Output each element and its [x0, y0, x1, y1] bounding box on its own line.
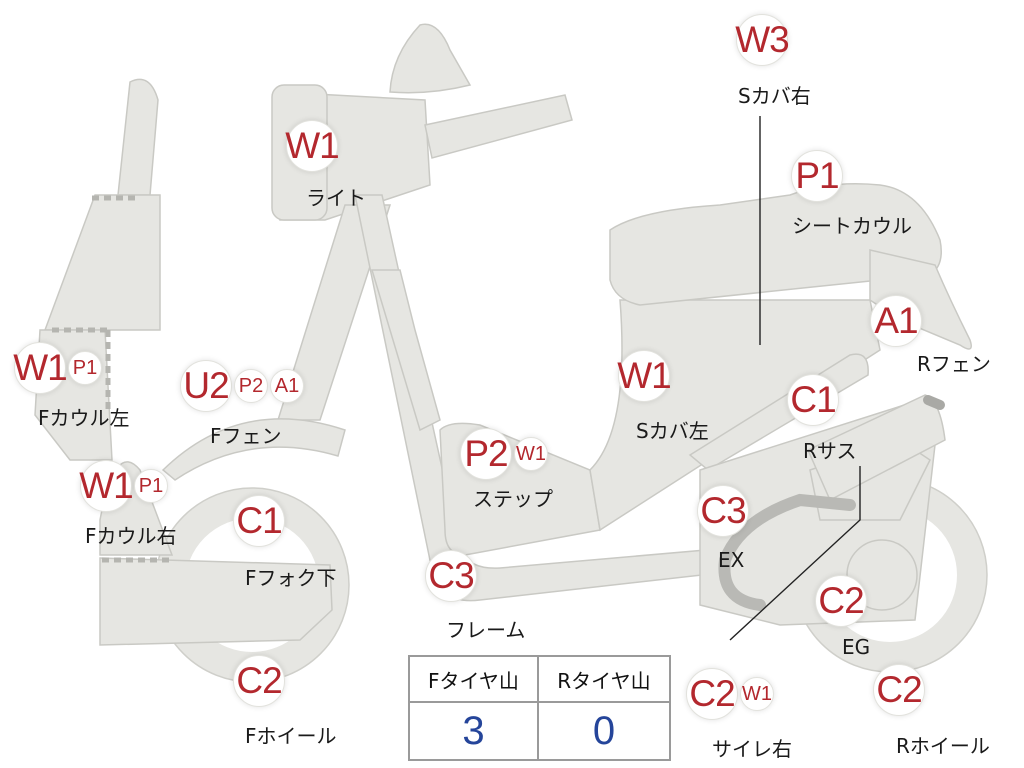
callout-r-sus: C1: [787, 374, 839, 426]
callout-s-cover-right: W3: [735, 14, 790, 66]
frame-down-tube-shape: [370, 269, 441, 432]
damage-code-badge: C2: [686, 668, 738, 720]
part-label-muffler-right: サイレ右: [712, 737, 792, 761]
damage-code-badge: C2: [815, 575, 867, 627]
front-cowl-lower-shape: [99, 557, 333, 646]
callout-f-fender: U2 P2 A1: [180, 360, 304, 412]
callout-muffler-right: C2 W1: [686, 668, 774, 720]
callout-f-cowl-left: W1 P1: [13, 342, 102, 394]
callout-f-cowl-right: W1 P1: [79, 460, 168, 512]
callout-s-cover-left: W1: [617, 350, 672, 402]
part-label-f-cowl-right: Fカウル右: [85, 524, 177, 548]
damage-code-badge: W1: [79, 460, 134, 512]
callout-ex: C3: [697, 485, 749, 537]
part-label-seat-cowl: シートカウル: [792, 214, 912, 238]
part-label-f-fender: Fフェン: [210, 424, 282, 448]
damage-code-badge: C2: [233, 655, 285, 707]
part-label-f-wheel: Fホイール: [245, 724, 337, 748]
callout-light: W1: [285, 120, 340, 172]
rear-fender-shape: [869, 249, 972, 350]
muffler-shape: [807, 394, 946, 502]
damage-code-badge: W1: [740, 677, 774, 711]
part-label-r-wheel: Rホイール: [896, 734, 990, 758]
part-label-step: ステップ: [473, 487, 553, 511]
damage-code-badge: W1: [514, 437, 548, 471]
damage-code-badge: C2: [873, 664, 925, 716]
damage-code-badge: P2: [234, 369, 268, 403]
handlebar-shape: [424, 94, 573, 159]
damage-code-badge: P1: [791, 150, 843, 202]
callout-step: P2 W1: [460, 428, 548, 480]
front-tread-header: Fタイヤ山: [408, 655, 539, 703]
damage-code-badge: P1: [134, 469, 168, 503]
part-label-s-cover-left: Sカバ左: [636, 419, 709, 443]
callout-r-wheel: C2: [873, 664, 925, 716]
tire-tread-table: Fタイヤ山 Rタイヤ山 3 0: [408, 655, 672, 761]
part-label-light: ライト: [306, 186, 366, 210]
damage-code-badge: P1: [68, 351, 102, 385]
seat-shape: [609, 183, 942, 306]
part-label-f-cowl-left: Fカウル左: [38, 406, 130, 430]
part-label-eg: EG: [842, 635, 871, 659]
damage-code-badge: W1: [13, 342, 68, 394]
callout-frame: C3: [425, 550, 477, 602]
damage-code-badge: A1: [870, 295, 922, 347]
damage-code-badge: P2: [460, 428, 512, 480]
front-cowl-mid-shape: [43, 194, 161, 331]
damage-code-badge: U2: [180, 360, 232, 412]
callout-r-fender: A1: [870, 295, 922, 347]
part-label-ex: EX: [718, 548, 745, 572]
damage-code-badge: C1: [787, 374, 839, 426]
part-label-frame: フレーム: [446, 618, 526, 642]
callout-f-fork-lower: C1: [233, 495, 285, 547]
damage-code-badge: C3: [697, 485, 749, 537]
leader-muffler-right: [729, 466, 861, 641]
rear-tread-header: Rタイヤ山: [536, 655, 672, 703]
callout-seat-cowl: P1: [791, 150, 843, 202]
part-label-s-cover-right: Sカバ右: [738, 84, 811, 108]
damage-code-badge: C1: [233, 495, 285, 547]
damage-code-badge: A1: [270, 369, 304, 403]
front-fender-shape: [161, 418, 346, 481]
callout-eg: C2: [815, 575, 867, 627]
front-tread-value: 3: [408, 701, 539, 761]
damage-code-badge: W1: [285, 120, 340, 172]
front-cowl-top-shape: [117, 78, 159, 196]
part-label-r-sus: Rサス: [803, 439, 857, 463]
callout-f-wheel: C2: [233, 655, 285, 707]
part-label-r-fender: Rフェン: [917, 352, 991, 376]
exhaust-pipe-shape: [718, 493, 856, 611]
mirror-shape: [389, 23, 472, 94]
damage-code-badge: W3: [735, 14, 790, 66]
damage-code-badge: W1: [617, 350, 672, 402]
rear-tread-value: 0: [536, 701, 672, 761]
damage-code-badge: C3: [425, 550, 477, 602]
part-label-f-fork-lower: Fフォク下: [245, 566, 337, 590]
